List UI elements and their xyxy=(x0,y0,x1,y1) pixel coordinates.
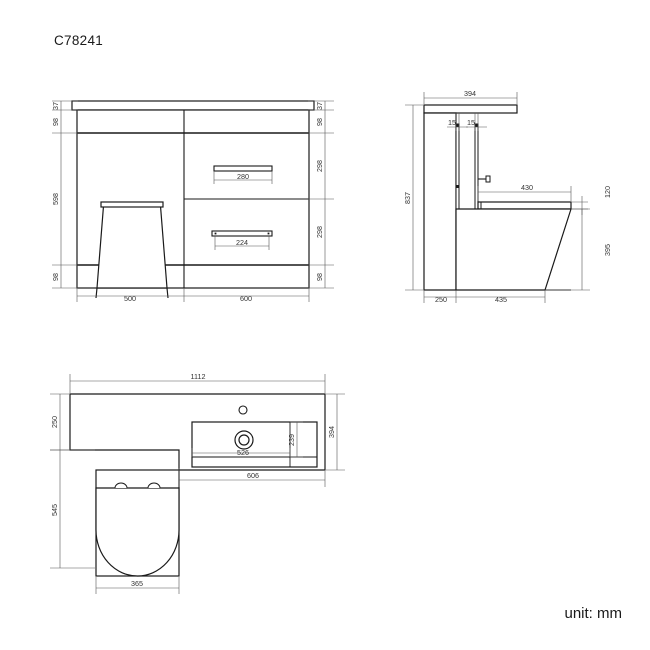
side-panel-tick-a xyxy=(456,124,459,127)
front-lower-handle-screw-right xyxy=(267,232,270,235)
side-dim-bowl-height: 395 xyxy=(603,244,612,256)
plan-dim-basin-inner-depth: 239 xyxy=(287,434,296,446)
front-upper-drawer-handle xyxy=(213,165,273,172)
plan-right-depth-dim xyxy=(326,393,345,471)
front-dim-right-2: 298 xyxy=(315,160,324,172)
front-dim-left-3: 98 xyxy=(51,273,60,281)
side-bowl-height-dim xyxy=(545,208,590,291)
front-right-dim-chain xyxy=(308,100,334,289)
front-dim-right-3: 298 xyxy=(315,226,324,238)
side-dim-15-left xyxy=(447,113,468,131)
side-dim-seat-depth: 430 xyxy=(521,183,533,192)
front-elevation-view: 37 98 598 98 37 98 298 298 98 500 600 xyxy=(51,100,334,303)
plan-toilet-width-dim xyxy=(95,577,180,594)
side-dim-top-width: 394 xyxy=(464,89,476,98)
plan-dim-left-depth: 250 xyxy=(50,416,59,428)
drawing-title: C78241 xyxy=(54,33,104,48)
side-dim-gap-left: 15 xyxy=(448,118,456,127)
front-countertop xyxy=(71,100,315,111)
front-toilet-body xyxy=(96,205,168,289)
front-upper-handle-dim xyxy=(213,171,273,184)
front-dim-left-0: 37 xyxy=(51,102,60,110)
side-panel-tick-c xyxy=(456,185,459,188)
front-toilet-foot xyxy=(95,287,169,299)
side-dim-gap-right: 15 xyxy=(467,118,475,127)
side-dim-bottom-1: 435 xyxy=(495,295,507,304)
plan-dim-overall-width: 1112 xyxy=(191,372,206,381)
plan-basin-width-dim xyxy=(178,468,326,487)
front-dim-bottom-0: 500 xyxy=(124,294,136,303)
front-lower-handle-dim xyxy=(214,236,270,250)
plan-dim-basin-inner-width: 526 xyxy=(237,448,249,457)
side-elevation-view: 394 15 15 837 430 xyxy=(403,89,612,304)
front-dim-handle-upper: 280 xyxy=(237,172,249,181)
plan-dim-toilet-width: 365 xyxy=(131,579,143,588)
front-dim-right-4: 98 xyxy=(315,273,324,281)
front-dim-right-1: 98 xyxy=(315,118,324,126)
plan-tap-hole xyxy=(238,405,248,415)
plan-toilet-bowl xyxy=(95,487,180,577)
plan-dim-toilet-depth: 545 xyxy=(50,504,59,516)
plan-toilet-depth-dim xyxy=(50,449,95,569)
side-seat-thickness-dim xyxy=(571,196,588,215)
front-dim-left-1: 98 xyxy=(51,118,60,126)
side-height-dim xyxy=(405,104,423,291)
front-lower-handle-screw-left xyxy=(214,232,217,235)
side-countertop xyxy=(423,104,518,114)
side-toilet-bowl xyxy=(455,208,572,291)
side-dim-bottom-0: 250 xyxy=(435,295,447,304)
plan-dim-basin-width: 606 xyxy=(247,471,259,480)
plan-basin-outer xyxy=(191,421,318,468)
side-dim-seat-thickness: 120 xyxy=(603,186,612,198)
plan-toilet-seat-bumper-right xyxy=(147,482,161,489)
plan-overall-width-dim xyxy=(69,374,326,393)
side-panel-tick-b xyxy=(475,124,478,127)
front-toilet-seat-lid xyxy=(100,201,164,208)
side-top-dim xyxy=(423,92,518,104)
front-bottom-dim-chain xyxy=(76,288,310,302)
side-dim-15-right xyxy=(466,113,487,131)
front-dim-left-2: 598 xyxy=(51,193,60,205)
front-left-dim-chain xyxy=(52,100,78,289)
side-bottom-dim-chain xyxy=(423,290,546,303)
front-dim-bottom-1: 600 xyxy=(240,294,252,303)
unit-note: unit: mm xyxy=(564,605,622,622)
plan-waste-inner xyxy=(238,434,250,446)
front-dim-handle-lower: 224 xyxy=(236,238,248,247)
plan-toilet-seat-bumper-left xyxy=(114,482,128,489)
plan-view: 1112 250 394 239 526 xyxy=(50,372,345,594)
side-toilet-seat xyxy=(477,201,572,210)
plan-basin-inner-width-dim xyxy=(191,448,291,457)
plan-basin-inner-depth-dim xyxy=(290,421,303,458)
front-dim-right-0: 37 xyxy=(315,102,324,110)
front-lower-drawer-handle xyxy=(211,230,273,237)
side-cabinet-body xyxy=(423,112,457,291)
side-seat-depth-dim xyxy=(477,186,572,201)
side-flush-valve xyxy=(478,175,491,183)
side-dim-height-overall: 837 xyxy=(403,192,412,204)
plan-dim-right-depth: 394 xyxy=(327,426,336,438)
